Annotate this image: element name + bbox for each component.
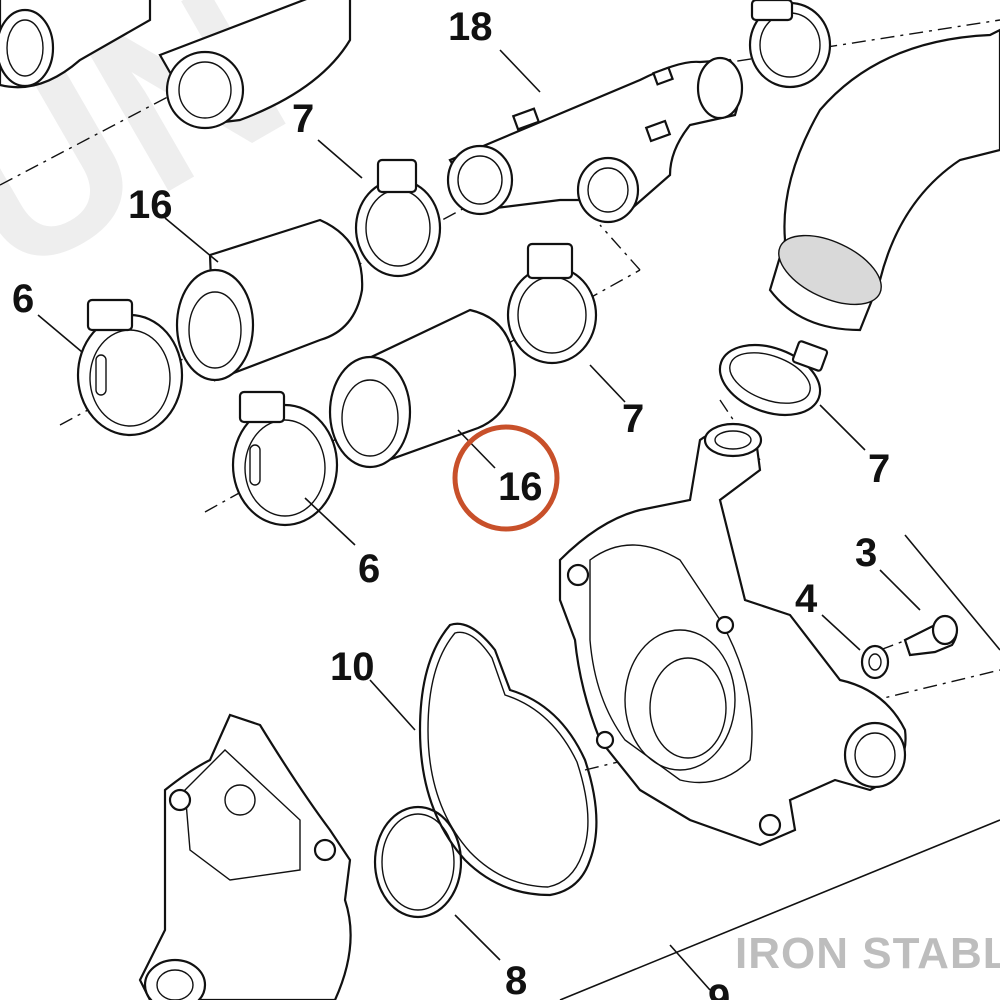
callout-7-right: 7 (868, 447, 890, 491)
hose-part-16-lower (328, 308, 517, 469)
washer-part-4 (860, 644, 890, 680)
callout-8: 8 (505, 959, 527, 1000)
right-hose (768, 28, 1000, 332)
callout-7-middle: 7 (622, 397, 644, 441)
o-ring-part-8 (373, 805, 463, 919)
callout-16-upper: 16 (128, 183, 173, 227)
clamp-part-7-upper (354, 158, 442, 278)
callout-10: 10 (330, 645, 375, 689)
brand-logo-text: IRON STABLE (735, 929, 1000, 978)
callout-3: 3 (855, 531, 877, 575)
y-pipe-part-18 (446, 56, 744, 224)
callout-7-upper: 7 (292, 97, 314, 141)
upper-hose-pair (0, 0, 352, 130)
callout-16-highlighted: 16 (498, 465, 543, 509)
hose-part-16-upper (175, 218, 364, 382)
callout-9: 9 (708, 977, 730, 1000)
bolt-part-3 (903, 614, 959, 657)
callout-18: 18 (448, 5, 493, 49)
pump-housing (558, 422, 907, 847)
gasket-part-10 (418, 622, 598, 897)
callout-6-upper: 6 (12, 277, 34, 321)
leader-lines (37, 49, 1000, 1000)
callout-6-lower: 6 (358, 547, 380, 591)
callout-labels: 18 7 16 6 7 7 16 6 3 4 10 8 9 (12, 5, 890, 1000)
clamp-part-7-middle (506, 242, 598, 365)
upper-right-clamp (748, 0, 832, 89)
pump-body-part-9 (138, 713, 352, 1000)
clamp-part-7-right (718, 340, 829, 417)
highlight-ring (452, 424, 560, 532)
clamp-part-6-lower (231, 390, 339, 527)
clamp-part-6-upper (76, 298, 184, 437)
callout-4: 4 (795, 577, 818, 621)
